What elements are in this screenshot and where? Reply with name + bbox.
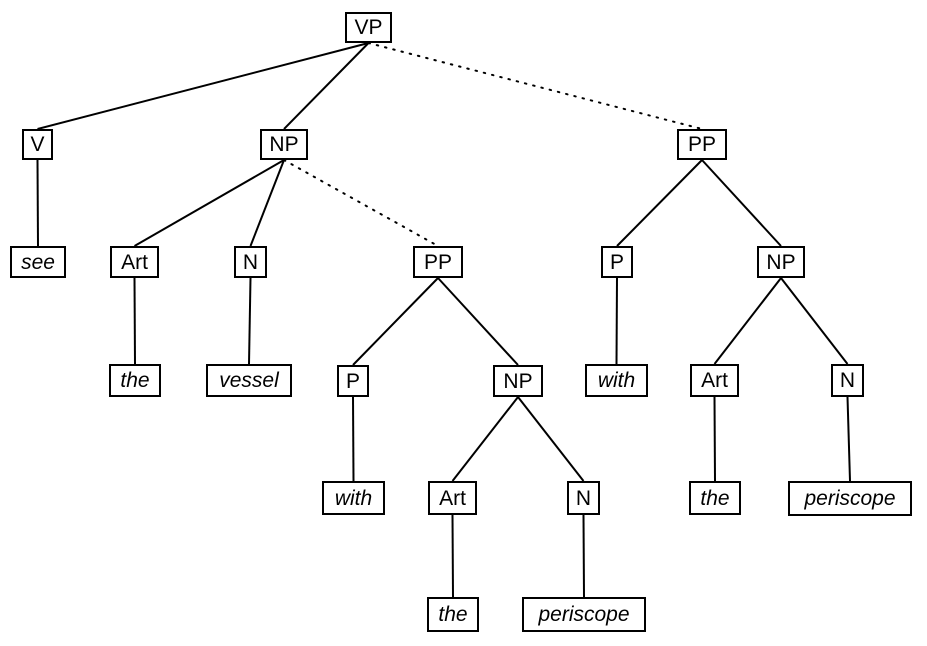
tree-edge-p_low-to-with_low bbox=[352, 396, 355, 482]
tree-edge-pp_high-to-p_high bbox=[616, 159, 703, 247]
category-node-art_high: Art bbox=[690, 364, 739, 397]
tree-edge-np_low-to-art_low bbox=[451, 396, 519, 482]
category-node-np1: NP bbox=[260, 129, 308, 160]
category-node-p_high: P bbox=[601, 246, 633, 278]
category-node-vp: VP bbox=[345, 12, 392, 43]
tree-edge-n_low-to-periscope_low bbox=[582, 514, 585, 598]
leaf-node-periscope_high: periscope bbox=[788, 481, 912, 516]
leaf-node-vessel: vessel bbox=[206, 364, 292, 397]
category-node-n_high: N bbox=[831, 364, 864, 397]
category-node-np_high: NP bbox=[757, 246, 805, 278]
category-node-art_low: Art bbox=[428, 481, 477, 515]
tree-edge-pp_low-to-p_low bbox=[352, 277, 439, 366]
category-node-n_low: N bbox=[567, 481, 600, 515]
tree-edge-np_high-to-n_high bbox=[780, 277, 849, 365]
tree-edge-p_high-to-with_high bbox=[615, 277, 618, 365]
tree-edge-art_low-to-the_low bbox=[451, 514, 454, 598]
category-node-np_low: NP bbox=[493, 365, 543, 397]
leaf-node-with_high: with bbox=[585, 364, 648, 397]
tree-edge-art1-to-the1 bbox=[133, 277, 136, 365]
tree-edge-np1-to-n1 bbox=[249, 159, 285, 247]
tree-edge-v-to-see bbox=[36, 159, 39, 247]
tree-edge-vp-to-pp_high bbox=[367, 42, 703, 130]
category-node-n1: N bbox=[234, 246, 267, 278]
category-node-art1: Art bbox=[110, 246, 159, 278]
tree-edge-vp-to-np1 bbox=[283, 42, 370, 130]
tree-edge-np_high-to-art_high bbox=[713, 277, 782, 365]
tree-edge-art_high-to-the_high bbox=[713, 396, 716, 482]
tree-edge-np_low-to-n_low bbox=[517, 396, 585, 482]
tree-edge-vp-to-v bbox=[37, 42, 369, 130]
category-node-pp_low: PP bbox=[413, 246, 463, 278]
tree-edge-n1-to-vessel bbox=[248, 277, 252, 365]
tree-edge-np1-to-pp_low bbox=[283, 159, 439, 247]
tree-edge-pp_low-to-np_low bbox=[437, 277, 519, 366]
tree-edge-n_high-to-periscope_high bbox=[846, 396, 851, 482]
tree-edge-np1-to-art1 bbox=[134, 159, 285, 247]
category-node-v: V bbox=[22, 129, 53, 160]
leaf-node-the_low: the bbox=[427, 597, 479, 632]
category-node-p_low: P bbox=[337, 365, 369, 397]
tree-edge-pp_high-to-np_high bbox=[701, 159, 782, 247]
leaf-node-with_low: with bbox=[322, 481, 385, 515]
leaf-node-periscope_low: periscope bbox=[522, 597, 646, 632]
leaf-node-the_high: the bbox=[689, 481, 741, 515]
category-node-pp_high: PP bbox=[677, 129, 727, 160]
leaf-node-the1: the bbox=[109, 364, 161, 397]
leaf-node-see: see bbox=[10, 246, 66, 278]
